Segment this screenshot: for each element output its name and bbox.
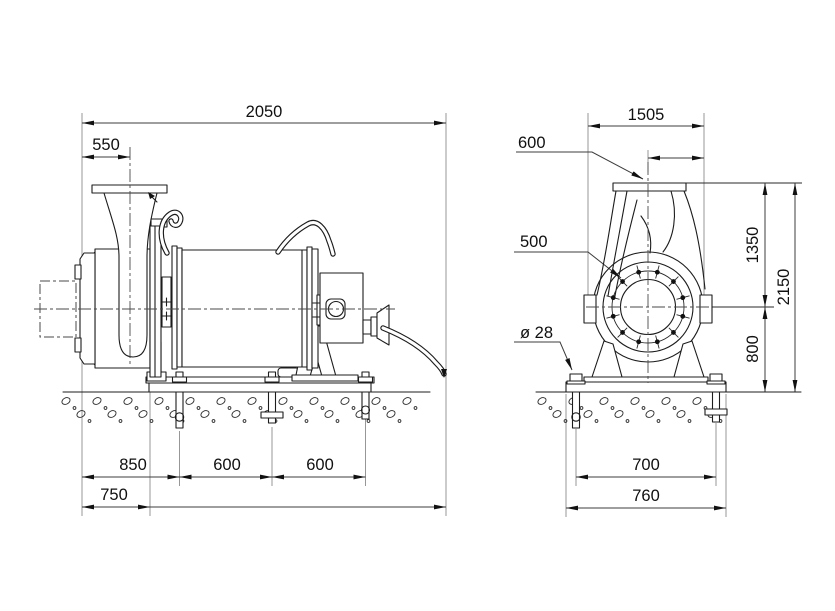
- vent-mark-arrow: [148, 192, 155, 199]
- motor-body: [181, 249, 308, 368]
- dim-heights: 1350 800 2150: [686, 182, 802, 392]
- lantern-bracket: [149, 218, 172, 378]
- dim-baseplate-width-label: 760: [632, 487, 660, 505]
- discharge-flange-front: [612, 182, 687, 192]
- dim-baseplate-offset-label: 750: [100, 486, 128, 504]
- dim-suction-flange: 500: [514, 233, 622, 279]
- discharge-flange-side: [91, 184, 168, 194]
- dim-discharge-flange-label: 600: [518, 134, 546, 152]
- dim-overall-width: 1505: [588, 106, 704, 129]
- dim-foundation-height-label: 800: [744, 335, 762, 363]
- dim-overall-width-label: 1505: [628, 106, 665, 124]
- baseplate-side: [145, 371, 375, 393]
- dim-center-height-label: 1350: [744, 227, 762, 264]
- cable-tip: [441, 369, 447, 378]
- dim-anchor-bolt-span-label: 700: [632, 456, 660, 474]
- anchor-bolts-side: [174, 391, 371, 429]
- front-view: 1505 600 500 ø 28 1350 800 2150: [514, 106, 802, 517]
- side-tab-right: [699, 294, 713, 324]
- dim-anchor-bolt-span: 700: [576, 456, 716, 480]
- dim-overall-length-label: 2050: [246, 103, 283, 121]
- dim-overall-height-label: 2150: [775, 269, 793, 306]
- cable-gland-bell: [376, 304, 390, 346]
- side-view: 2050 550 850 600 600 750: [34, 103, 447, 516]
- dim-discharge-offset-label: 550: [92, 136, 120, 154]
- dim-baseplate-width: 760: [566, 487, 726, 511]
- dim-baseplate-offset: 750: [82, 486, 446, 510]
- dim-anchor-spans: 850 600 600: [82, 456, 366, 480]
- dim-anchor-bolt-diameter: ø 28: [514, 324, 573, 371]
- flange-bolt-circle: [606, 265, 690, 349]
- anchor-bolts-front: [571, 391, 728, 429]
- volute-feet: [591, 340, 705, 378]
- ground-texture-side: [61, 397, 418, 423]
- ground-texture-front: [537, 397, 723, 423]
- dim-anchor-bolt-diameter-label: ø 28: [520, 324, 553, 342]
- lifting-handles: [158, 209, 336, 257]
- dim-discharge-flange: 600: [516, 134, 704, 180]
- motor-side: [171, 245, 390, 371]
- dim-anchor-span-rear-label: 850: [119, 456, 147, 474]
- suction-cover: [79, 252, 96, 365]
- power-cable: [380, 325, 447, 378]
- side-tab-left: [583, 294, 597, 324]
- dim-anchor-span-middle-label: 600: [213, 456, 241, 474]
- dim-suction-flange-label: 500: [520, 233, 548, 251]
- dim-overall-length: 2050: [82, 103, 446, 126]
- dim-anchor-span-front-label: 600: [306, 456, 334, 474]
- dim-discharge-offset: 550: [82, 136, 130, 160]
- discharge-pipe: [91, 184, 168, 358]
- baseplate-front: [565, 373, 727, 393]
- volute-scroll-front: [596, 182, 706, 297]
